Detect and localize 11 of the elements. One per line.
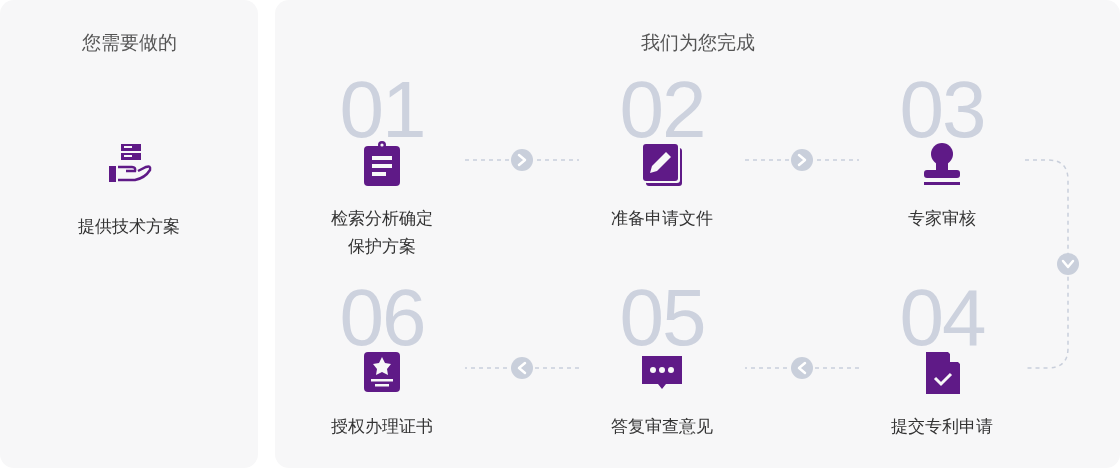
panel — [0, 0, 258, 468]
panel-heading: 我们为您完成 — [639, 30, 756, 55]
step-label: 提供技术方案 — [77, 215, 181, 238]
step-label: 提交专利申请 — [890, 415, 994, 438]
step-label: 专家审核 — [907, 207, 977, 230]
panel-heading: 您需要做的 — [80, 30, 178, 55]
step-label: 答复审查意见 — [610, 415, 714, 438]
panel — [275, 0, 1120, 468]
step-label: 授权办理证书 — [330, 415, 434, 438]
step-label: 检索分析确定保护方案 — [330, 207, 434, 258]
step-label: 准备申请文件 — [610, 207, 714, 230]
